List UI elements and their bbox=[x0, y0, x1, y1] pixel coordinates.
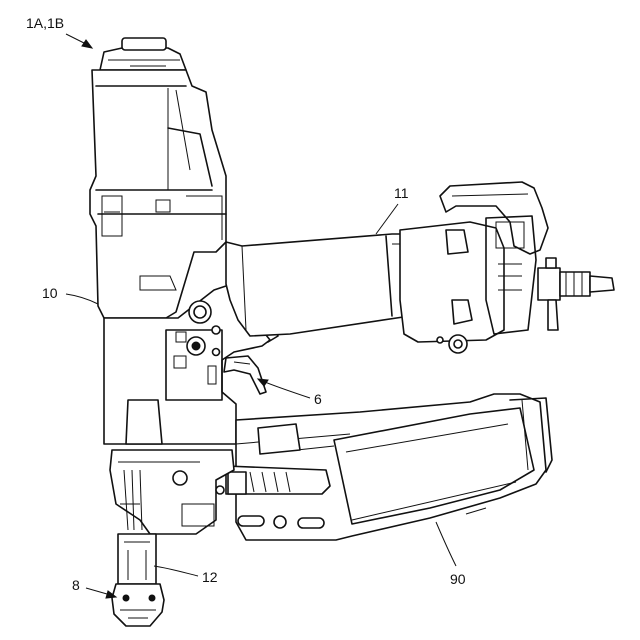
leader-assembly-arrow bbox=[82, 40, 92, 48]
label-nose: 12 bbox=[202, 569, 218, 585]
leader-nose bbox=[154, 566, 198, 576]
air-fitting bbox=[538, 258, 614, 330]
label-magazine: 90 bbox=[450, 571, 466, 587]
magazine bbox=[236, 394, 552, 540]
leader-magazine bbox=[436, 522, 456, 566]
rear-cap bbox=[400, 182, 548, 353]
leader-trigger bbox=[260, 380, 310, 398]
label-assembly: 1A,1B bbox=[26, 15, 64, 31]
label-housing: 10 bbox=[42, 285, 58, 301]
label-trigger: 6 bbox=[314, 391, 322, 407]
label-tip: 8 bbox=[72, 577, 80, 593]
label-cylinder: 11 bbox=[394, 185, 409, 201]
leader-housing bbox=[66, 294, 98, 304]
nose-body bbox=[118, 534, 156, 584]
leader-cylinder bbox=[376, 204, 398, 234]
cylinder bbox=[226, 234, 410, 336]
nose-tip bbox=[112, 584, 164, 626]
trigger bbox=[224, 356, 266, 394]
top-cap bbox=[100, 38, 186, 70]
